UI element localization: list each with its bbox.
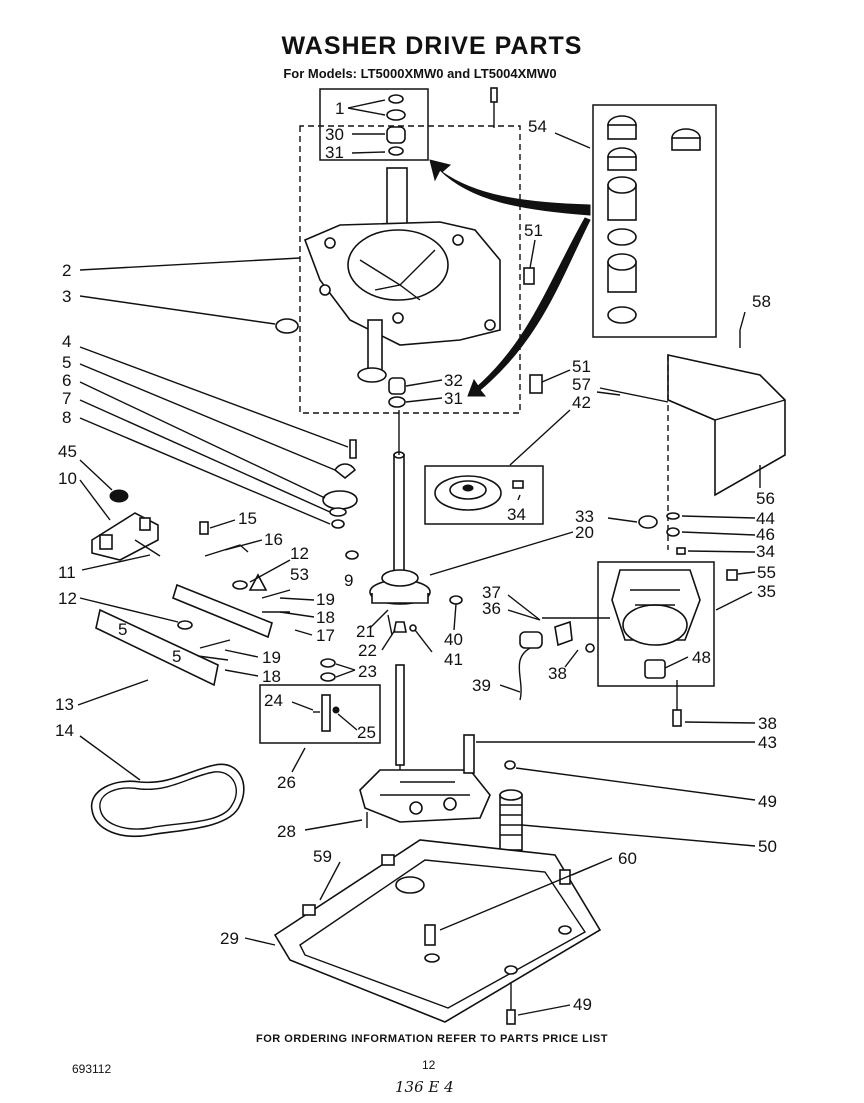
callout-39: 39: [472, 676, 491, 695]
callout-42: 42: [572, 393, 591, 412]
callout-37: 37: [482, 583, 501, 602]
callout-19: 19: [262, 648, 281, 667]
transmission-assembly-frame: [299, 88, 521, 414]
callout-43: 43: [758, 733, 777, 752]
callout-60: 60: [618, 849, 637, 868]
drive-pulley: [424, 465, 544, 525]
callout-5: 5: [62, 353, 71, 372]
callout-58: 58: [752, 292, 771, 311]
callout-31: 31: [444, 389, 463, 408]
handwritten-note: 136 E 4: [395, 1078, 454, 1096]
callout-20: 20: [575, 523, 594, 542]
callout-19: 19: [316, 590, 335, 609]
idler-pulley-stack: [322, 439, 359, 560]
callout-9: 9: [344, 571, 353, 590]
callout-54: 54: [528, 117, 547, 136]
callout-55: 55: [757, 563, 776, 582]
callout-18: 18: [316, 608, 335, 627]
svg-text:5: 5: [118, 620, 127, 639]
top-seal-parts: [386, 94, 406, 156]
callout-36: 36: [482, 599, 501, 618]
callout-1: 1: [335, 99, 344, 118]
callout-59: 59: [313, 847, 332, 866]
ordering-info-footer: FOR ORDERING INFORMATION REFER TO PARTS …: [256, 1033, 608, 1045]
model-subtitle: For Models: LT5000XMW0 and LT5004XMW0: [283, 66, 557, 81]
callout-51: 51: [572, 357, 591, 376]
callout-12: 12: [290, 544, 309, 563]
callout-31: 31: [325, 143, 344, 162]
callout-14: 14: [55, 721, 74, 740]
callout-2: 2: [62, 261, 71, 280]
callout-41: 41: [444, 650, 463, 669]
washer-base: [273, 839, 602, 1023]
drive-belt: [90, 763, 245, 837]
callout-53: 53: [290, 565, 309, 584]
callout-25: 25: [357, 723, 376, 742]
motor-capacitor: [518, 617, 610, 701]
gear-case: [359, 664, 491, 828]
leader-lines: [77, 99, 761, 1016]
svg-text:5: 5: [172, 647, 181, 666]
callout-16: 16: [264, 530, 283, 549]
callout-29: 29: [220, 929, 239, 948]
suspension-spring: [499, 760, 523, 1025]
callout-49: 49: [758, 792, 777, 811]
kit-arrows: [429, 159, 591, 397]
callout-50: 50: [758, 837, 777, 856]
callout-4: 4: [62, 332, 71, 351]
page-title: WASHER DRIVE PARTS: [281, 32, 583, 60]
document-number: 693112: [72, 1062, 112, 1076]
pivot-bracket: [91, 489, 161, 561]
callout-33: 33: [575, 507, 594, 526]
callout-46: 46: [756, 525, 775, 544]
center-shaft: [393, 410, 405, 576]
callout-51: 51: [524, 221, 543, 240]
callout-17: 17: [316, 626, 335, 645]
callout-44: 44: [756, 509, 775, 528]
callout-12: 12: [58, 589, 77, 608]
clip-parts: [523, 267, 543, 394]
callout-38: 38: [758, 714, 777, 733]
callout-45: 45: [58, 442, 77, 461]
callout-38: 38: [548, 664, 567, 683]
clutch-hardware: [199, 521, 268, 591]
brake-bar-lower: 5 5: [95, 608, 231, 687]
callout-24: 24: [264, 691, 283, 710]
callout-34: 34: [756, 542, 775, 561]
callout-22: 22: [358, 641, 377, 660]
callout-3: 3: [62, 287, 71, 306]
callout-11: 11: [58, 563, 76, 582]
callout-6: 6: [62, 371, 71, 390]
callout-13: 13: [55, 695, 74, 714]
callout-34: 34: [507, 505, 526, 524]
callout-57: 57: [572, 375, 591, 394]
callout-10: 10: [58, 469, 77, 488]
callout-49: 49: [573, 995, 592, 1014]
callout-labels: 1 30 31 54 2 3 51 51 58 4 5 6 7 8 32 31 …: [55, 99, 777, 1014]
callout-48: 48: [692, 648, 711, 667]
brake-bar-upper: [172, 583, 291, 639]
callout-35: 35: [757, 582, 776, 601]
callout-21: 21: [356, 622, 375, 641]
shaft-pin-box: [259, 684, 381, 744]
drive-motor: [597, 512, 738, 727]
callout-32: 32: [444, 371, 463, 390]
callout-56: 56: [756, 489, 775, 508]
callout-23: 23: [358, 662, 377, 681]
page-number: 12: [422, 1058, 436, 1072]
transmission-housing: [303, 167, 501, 383]
callout-26: 26: [277, 773, 296, 792]
seal-kit-box: [592, 104, 717, 338]
callout-28: 28: [277, 822, 296, 841]
clutch-assembly: [320, 569, 463, 682]
callout-30: 30: [325, 125, 344, 144]
callout-18: 18: [262, 667, 281, 686]
callout-40: 40: [444, 630, 463, 649]
callout-7: 7: [62, 389, 71, 408]
callout-8: 8: [62, 408, 71, 427]
callout-15: 15: [238, 509, 257, 528]
spacer-parts: [275, 87, 498, 408]
